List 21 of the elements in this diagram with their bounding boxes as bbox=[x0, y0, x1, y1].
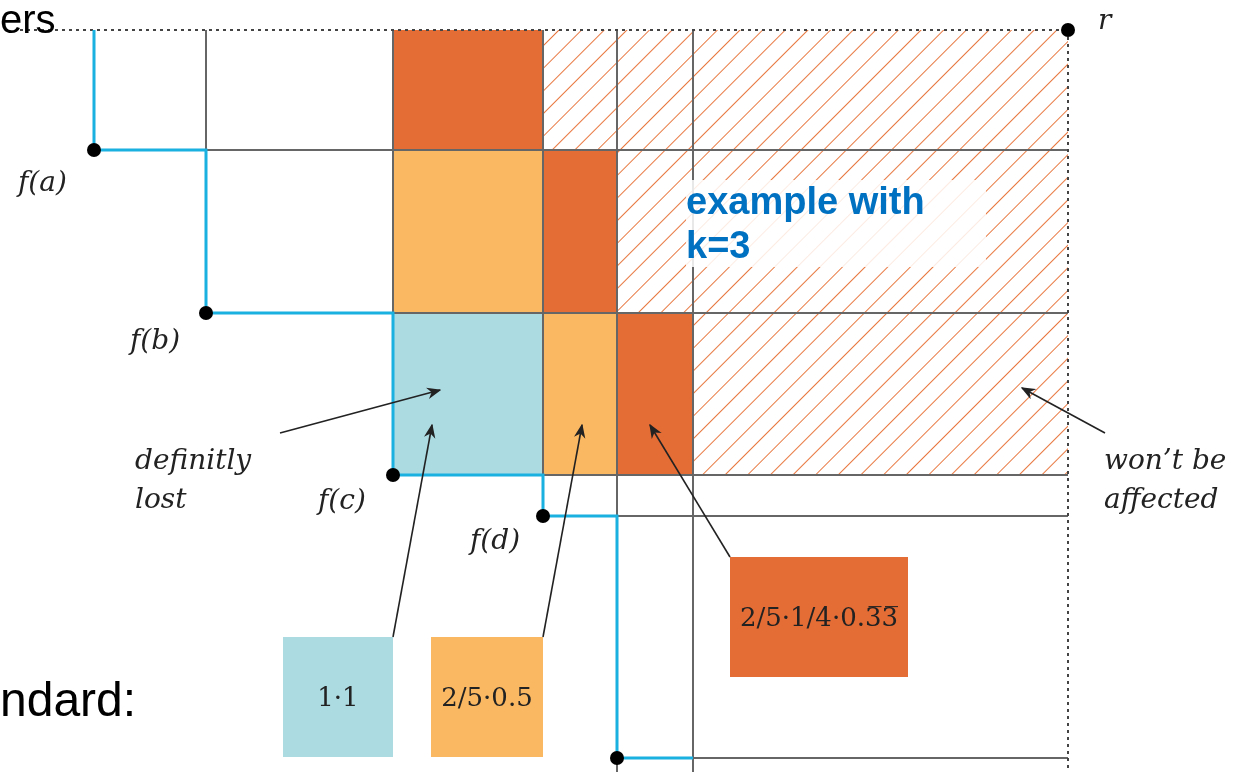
point-label: f(b) bbox=[130, 322, 181, 358]
value-box: 1·1 bbox=[283, 637, 393, 757]
point-label: f(d) bbox=[470, 522, 521, 558]
leader-arrow bbox=[279, 387, 442, 434]
shaded-cell bbox=[393, 313, 543, 475]
leader-arrow bbox=[649, 423, 731, 558]
point-label: f(c) bbox=[318, 482, 366, 518]
example-note: example with k=3 bbox=[686, 180, 986, 268]
shaded-cell bbox=[617, 313, 693, 475]
heading-fragment: ers bbox=[0, 0, 56, 42]
leader-arrow bbox=[542, 423, 586, 638]
leader-arrow bbox=[1020, 387, 1106, 434]
point-label: f(a) bbox=[18, 164, 67, 200]
point-label: r bbox=[1098, 2, 1112, 38]
value-box: 2/5·0.5 bbox=[431, 637, 543, 757]
annotation-text: definitly lost bbox=[135, 440, 285, 519]
heading-fragment: ndard: bbox=[0, 672, 137, 728]
shaded-cell bbox=[543, 313, 617, 475]
annotation-text: won’t be affected bbox=[1104, 440, 1252, 519]
value-box: 2/5·1/4·0.3̅3̅ bbox=[730, 557, 908, 677]
leader-arrow bbox=[392, 423, 436, 638]
